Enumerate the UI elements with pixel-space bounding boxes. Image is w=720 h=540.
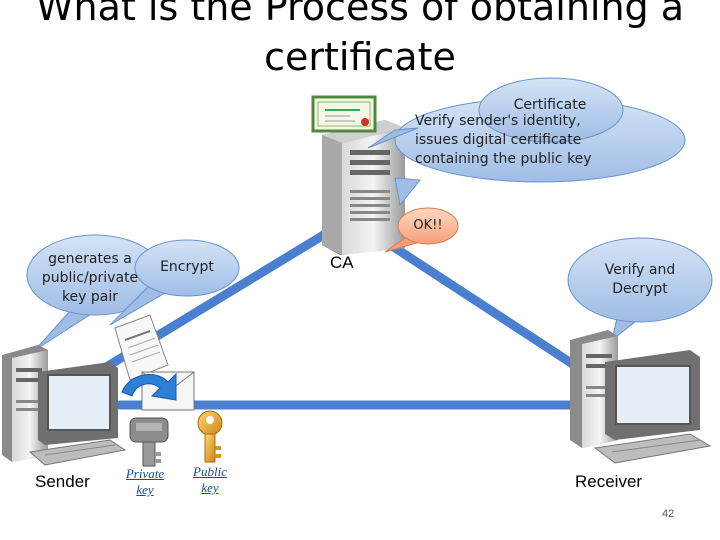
private-key-icon (129, 417, 169, 467)
email-icon (121, 371, 195, 411)
public-key-label: Public key (193, 464, 227, 495)
sender-computer-icon (2, 345, 127, 466)
encrypt-bubble-text: Encrypt (160, 259, 214, 275)
slide-number: 42 (662, 508, 675, 520)
verify-decrypt-text: Verify and Decrypt (604, 262, 676, 297)
ca-label: CA (330, 253, 354, 272)
ok-bubble-text: OK!! (413, 218, 443, 233)
private-key-label: Private key (125, 466, 165, 497)
ok-bubble (384, 207, 459, 253)
ca-server-icon (322, 120, 405, 255)
receiver-computer-icon (570, 330, 712, 464)
certificate-bubble (367, 77, 624, 149)
sender-label: Sender (35, 472, 90, 491)
certificate-bubble-text: Certificate (513, 97, 587, 113)
sender-bubbles (26, 234, 240, 351)
receiver-bubble (567, 237, 713, 342)
public-key-icon (197, 410, 223, 463)
document-icon (114, 314, 169, 381)
receiver-label: Receiver (575, 472, 643, 491)
ca-bubble-text: Verify sender's identity, issues digital… (415, 113, 592, 167)
certificate-icon (311, 95, 377, 133)
slide-title: What is the Process of obtaining a certi… (35, 0, 685, 79)
sender-generate-text: generates a public/private key pair (41, 251, 139, 305)
